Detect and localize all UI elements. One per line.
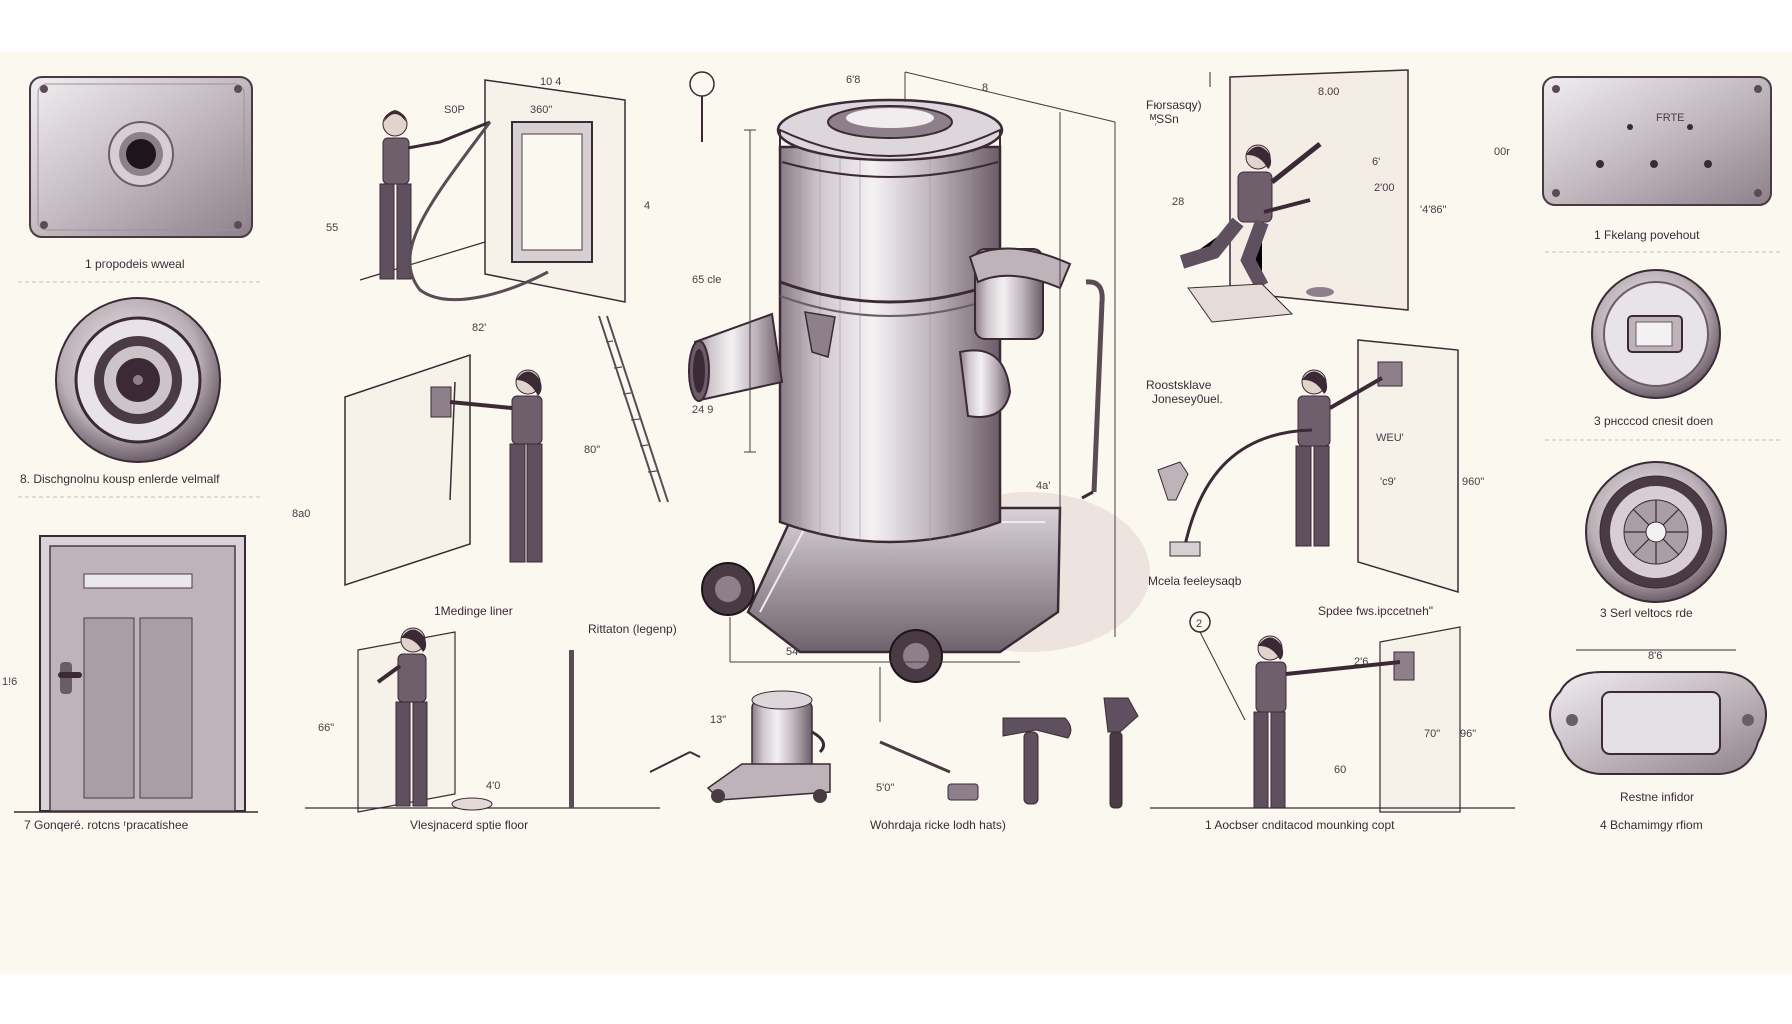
caption-round-flange: 8. Dischgnolnu kousp enlerde velmalf: [20, 472, 220, 486]
rect-inlet-icon: [1549, 649, 1767, 775]
wall-plate-icon: [29, 76, 253, 238]
dim-label: 2'00: [1374, 182, 1395, 194]
dim-label: 80": [584, 444, 601, 456]
hammer-icon: [1002, 717, 1072, 805]
screwdriver-icon: [1103, 697, 1139, 809]
dim-label: 4'0: [486, 780, 501, 792]
dim-label: 66": [318, 722, 335, 734]
dim-label: 13": [710, 714, 727, 726]
dim-label: 10 4: [540, 76, 562, 88]
dim-label: 4a': [1036, 480, 1051, 492]
note-top-right-2: ᴹ᷊SSn: [1150, 112, 1179, 126]
dim-label: FRTE: [1656, 112, 1685, 124]
caption-wall-frame: 1Medinge liner: [434, 604, 513, 618]
caption-square-inlet: 3 рнcсcod спеsit doen: [1594, 414, 1714, 428]
dim-label: 00r: [1494, 146, 1510, 158]
dim-label: 2'6: [1354, 656, 1369, 668]
caption-rect-inlet: Restne infidor: [1620, 790, 1695, 804]
dim-label: 1!6: [2, 676, 18, 688]
dim-label: 6': [1372, 156, 1381, 168]
dim-label: 8'6: [1648, 650, 1663, 662]
dim-label: 65 cle: [692, 274, 722, 286]
caption-tools: Wohrdaja ricke lodh hats): [870, 818, 1006, 832]
caption-round-grill: 3 Serl veltocs rde: [1600, 606, 1693, 620]
dim-label: 5'0": [876, 782, 895, 794]
dim-label: 82': [472, 322, 487, 334]
door-icon: [14, 535, 258, 813]
note-right-mid-2: Jonesey0uel.: [1152, 392, 1223, 406]
caption-right-bottom-worker: 1 Aocbser cnditacod mounking copt: [1205, 818, 1395, 832]
caption-top-left-plate: 1 ргорodеіѕ wweal: [85, 257, 185, 271]
vacuum-unit-icon: [688, 98, 1150, 683]
caption-door: 7 Gonqeré. rotcns ʳpracatishee: [24, 818, 189, 832]
round-grill-icon: [1585, 461, 1727, 603]
dim-label: WEU': [1376, 432, 1404, 444]
dim-label: 8: [982, 82, 989, 94]
dim-label: 'c9': [1380, 476, 1396, 488]
caption-floor-worker: Vlesjnaсеrd sptie floor: [410, 818, 529, 832]
wall-valve-worker-scene: [1150, 611, 1515, 813]
floor-worker-scene: [305, 627, 660, 813]
dim-label: '4'86": [1420, 204, 1447, 216]
square-plate-icon: [1542, 76, 1772, 206]
dim-label: 55: [326, 222, 339, 234]
dim-label: 60: [1334, 764, 1347, 776]
illustration-sheet: 1 ргорodеіѕ wweal 8. Dischgnolnu kousp e…: [0, 52, 1792, 974]
note-right-mid-1: Rooѕtsklave: [1146, 378, 1212, 392]
caption-wall-valve: Spdee fws.ipccetneh": [1318, 604, 1433, 618]
caption-top-right-plate: 1 Fkelang pоvehout: [1594, 228, 1700, 242]
dim-label: 28: [1172, 196, 1185, 208]
wall-frame-scene: [359, 79, 626, 303]
dim-label: 960": [1462, 476, 1485, 488]
dim-label: 4: [644, 200, 651, 212]
note-top-right-1: Fюrsasqy): [1146, 98, 1202, 112]
dim-label: 24 9: [692, 404, 714, 416]
wrench-icon: [879, 740, 979, 801]
dim-label: 96": [1460, 728, 1477, 740]
wall-drill-scene: [1179, 69, 1409, 323]
valve-install-scene: [344, 353, 543, 587]
round-flange-icon: [55, 297, 221, 463]
center-dim-lines: [729, 71, 1116, 722]
dim-label: 70": [1424, 728, 1441, 740]
diagram-drawing: [14, 69, 1780, 813]
dim-label: 8.00: [1318, 86, 1340, 98]
mini-vacuum-icon: [649, 690, 831, 803]
dim-label: 54: [786, 646, 799, 658]
caption-bottom-right: 4 Bchamimgy rfiom: [1600, 818, 1703, 832]
hose-worker-scene: [1157, 339, 1459, 594]
caption-hose-worker: Mcela fеeleysaqb: [1148, 574, 1242, 588]
caption-ritration: Rittaton (legenp): [588, 622, 677, 636]
dim-label: 2: [1196, 618, 1203, 630]
square-inlet-icon: [1591, 269, 1721, 399]
dim-label: 6'8: [846, 74, 861, 86]
dim-label: S0P: [444, 104, 465, 116]
dim-label: 8a0: [292, 508, 311, 520]
dim-label: 360": [530, 104, 553, 116]
